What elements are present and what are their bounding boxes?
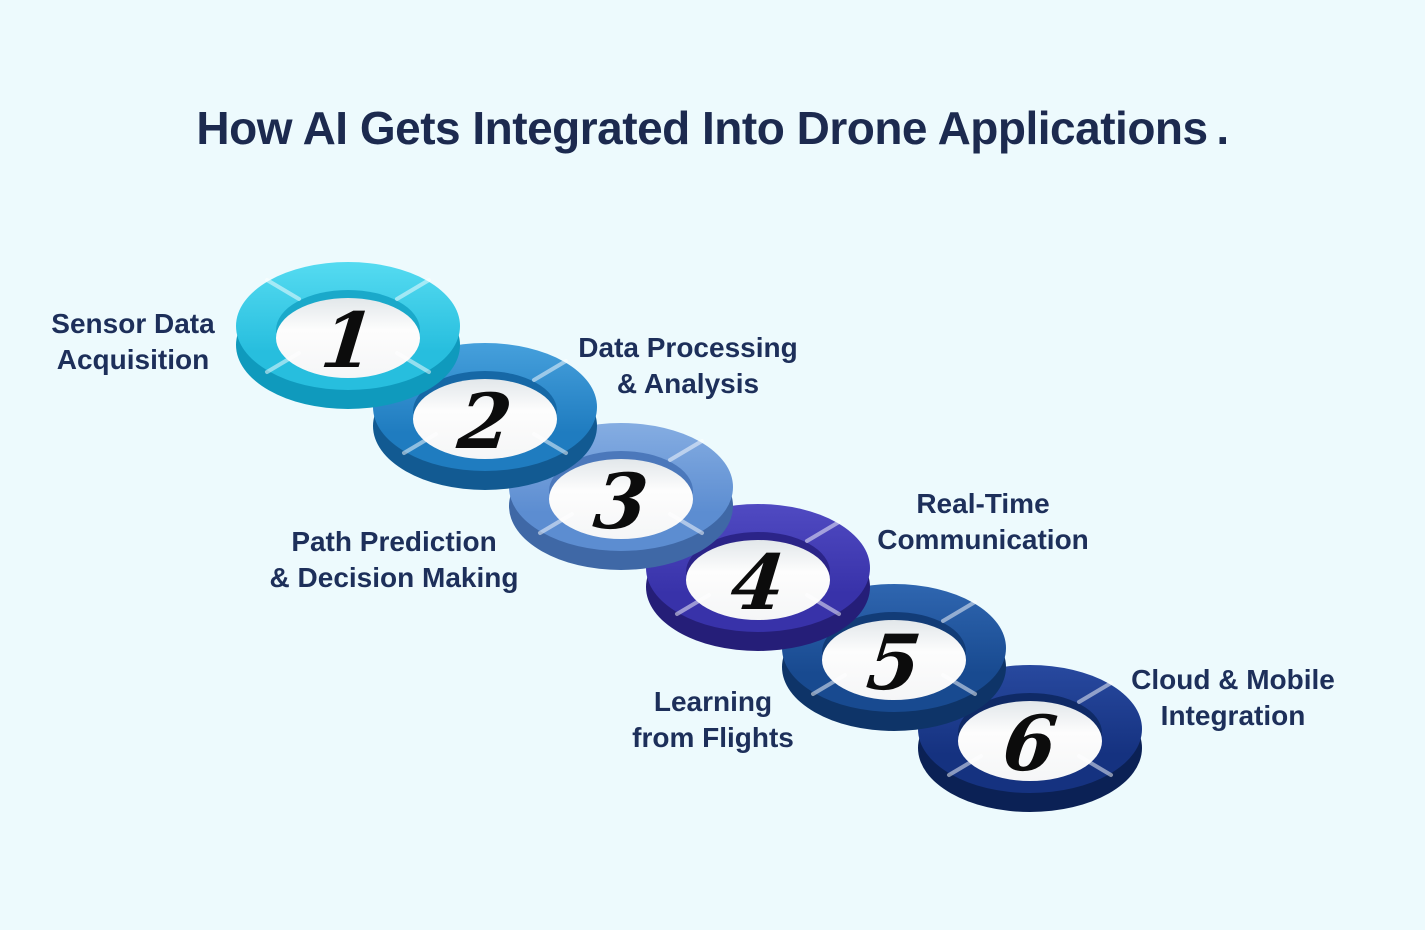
step-ring-1: 1 — [236, 262, 460, 409]
step-label-line: Cloud & Mobile — [1131, 664, 1335, 695]
step-label-line: Integration — [1160, 700, 1306, 731]
ring-hole — [958, 701, 1102, 781]
ring-hole — [822, 620, 966, 700]
step-number: 4 — [727, 537, 789, 627]
step-label-1: Sensor Data Acquisition — [51, 306, 214, 378]
step-ring-5: 5 — [782, 584, 1006, 731]
step-number: 2 — [453, 376, 516, 466]
ring-segment-gaps — [265, 278, 431, 374]
ring-hole — [686, 540, 830, 620]
step-label-line: Sensor Data — [51, 308, 215, 339]
step-number: 1 — [317, 295, 379, 385]
step-label-line: Data Processing — [578, 332, 798, 363]
ring-hole — [276, 298, 420, 378]
step-label-line: Path Prediction — [291, 526, 497, 557]
step-label-line: Acquisition — [56, 344, 210, 375]
ring-hole — [549, 459, 693, 539]
step-label-3: Path Prediction & Decision Making — [270, 524, 519, 596]
step-label-line: Communication — [877, 524, 1089, 555]
step-number: 3 — [590, 456, 652, 546]
step-label-4: Real-Time Communication — [877, 486, 1089, 558]
step-label-6: Cloud & Mobile Integration — [1131, 662, 1335, 734]
step-label-line: & Decision Making — [269, 562, 519, 593]
step-number: 5 — [863, 617, 925, 707]
step-label-2: Data Processing & Analysis — [578, 330, 797, 402]
ring-hole — [413, 379, 557, 459]
step-label-line: from Flights — [632, 722, 794, 753]
page-title: How AI Gets Integrated Into Drone Applic… — [196, 101, 1229, 154]
step-label-line: Learning — [653, 686, 773, 717]
step-label-5: Learning from Flights — [632, 684, 794, 756]
step-ring-3: 3 — [509, 423, 733, 570]
step-number: 6 — [999, 698, 1061, 788]
step-label-line: Real-Time — [916, 488, 1050, 519]
step-label-line: & Analysis — [616, 368, 760, 399]
